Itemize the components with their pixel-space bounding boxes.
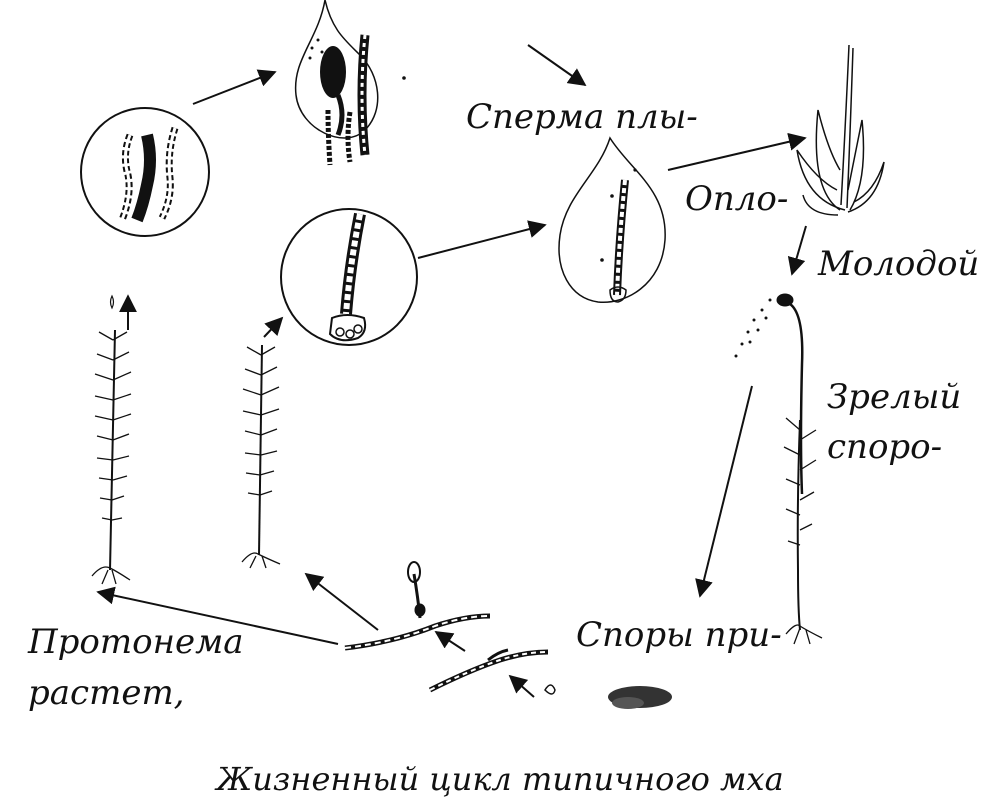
- arrow-antheridia-to-sperm: [192, 69, 277, 105]
- archegonium-drop: [558, 136, 666, 303]
- archegonium-magnified-circle: [280, 208, 418, 346]
- arrow-spores-fall: [695, 385, 753, 598]
- label-spores: Споры при-: [576, 615, 782, 655]
- arrow-spore-to-protonema: [508, 674, 535, 698]
- antheridia-drop: [294, 0, 406, 166]
- protonema: [344, 561, 556, 695]
- diagram-caption: Жизненный цикл типичного мха: [216, 760, 784, 798]
- label-young-sporophyte: Молодой: [818, 244, 980, 284]
- mature-sporophyte: [734, 293, 823, 645]
- male-gametophyte: [91, 294, 132, 585]
- arrow-young-to-mature: [787, 225, 807, 276]
- label-protonema-line2: растет,: [28, 673, 185, 713]
- arrow-fertilization-to-young: [667, 132, 807, 171]
- label-protonema-line1: Протонема: [28, 622, 244, 662]
- young-sporophyte: [796, 44, 885, 216]
- female-gametophyte: [241, 344, 281, 569]
- arrow-protonema-to-plant-right: [304, 572, 379, 631]
- label-sperm: Сперма плы-: [466, 97, 698, 137]
- label-mature-line2: споро-: [827, 427, 943, 467]
- cycle-arrows: [96, 44, 807, 698]
- arrow-sperm-to-label: [527, 44, 587, 87]
- label-fertilization: Опло-: [685, 179, 789, 219]
- label-mature-line1: Зрелый: [827, 377, 962, 417]
- arrow-protonema-to-plant-left: [96, 586, 339, 645]
- arrow-archegonium-to-egg: [417, 220, 547, 259]
- arrow-protonema-growth: [434, 631, 466, 652]
- antheridia-magnified-circle: [80, 107, 210, 237]
- spores-on-ground: [608, 686, 672, 709]
- arrow-plant-to-archegonium: [263, 316, 284, 338]
